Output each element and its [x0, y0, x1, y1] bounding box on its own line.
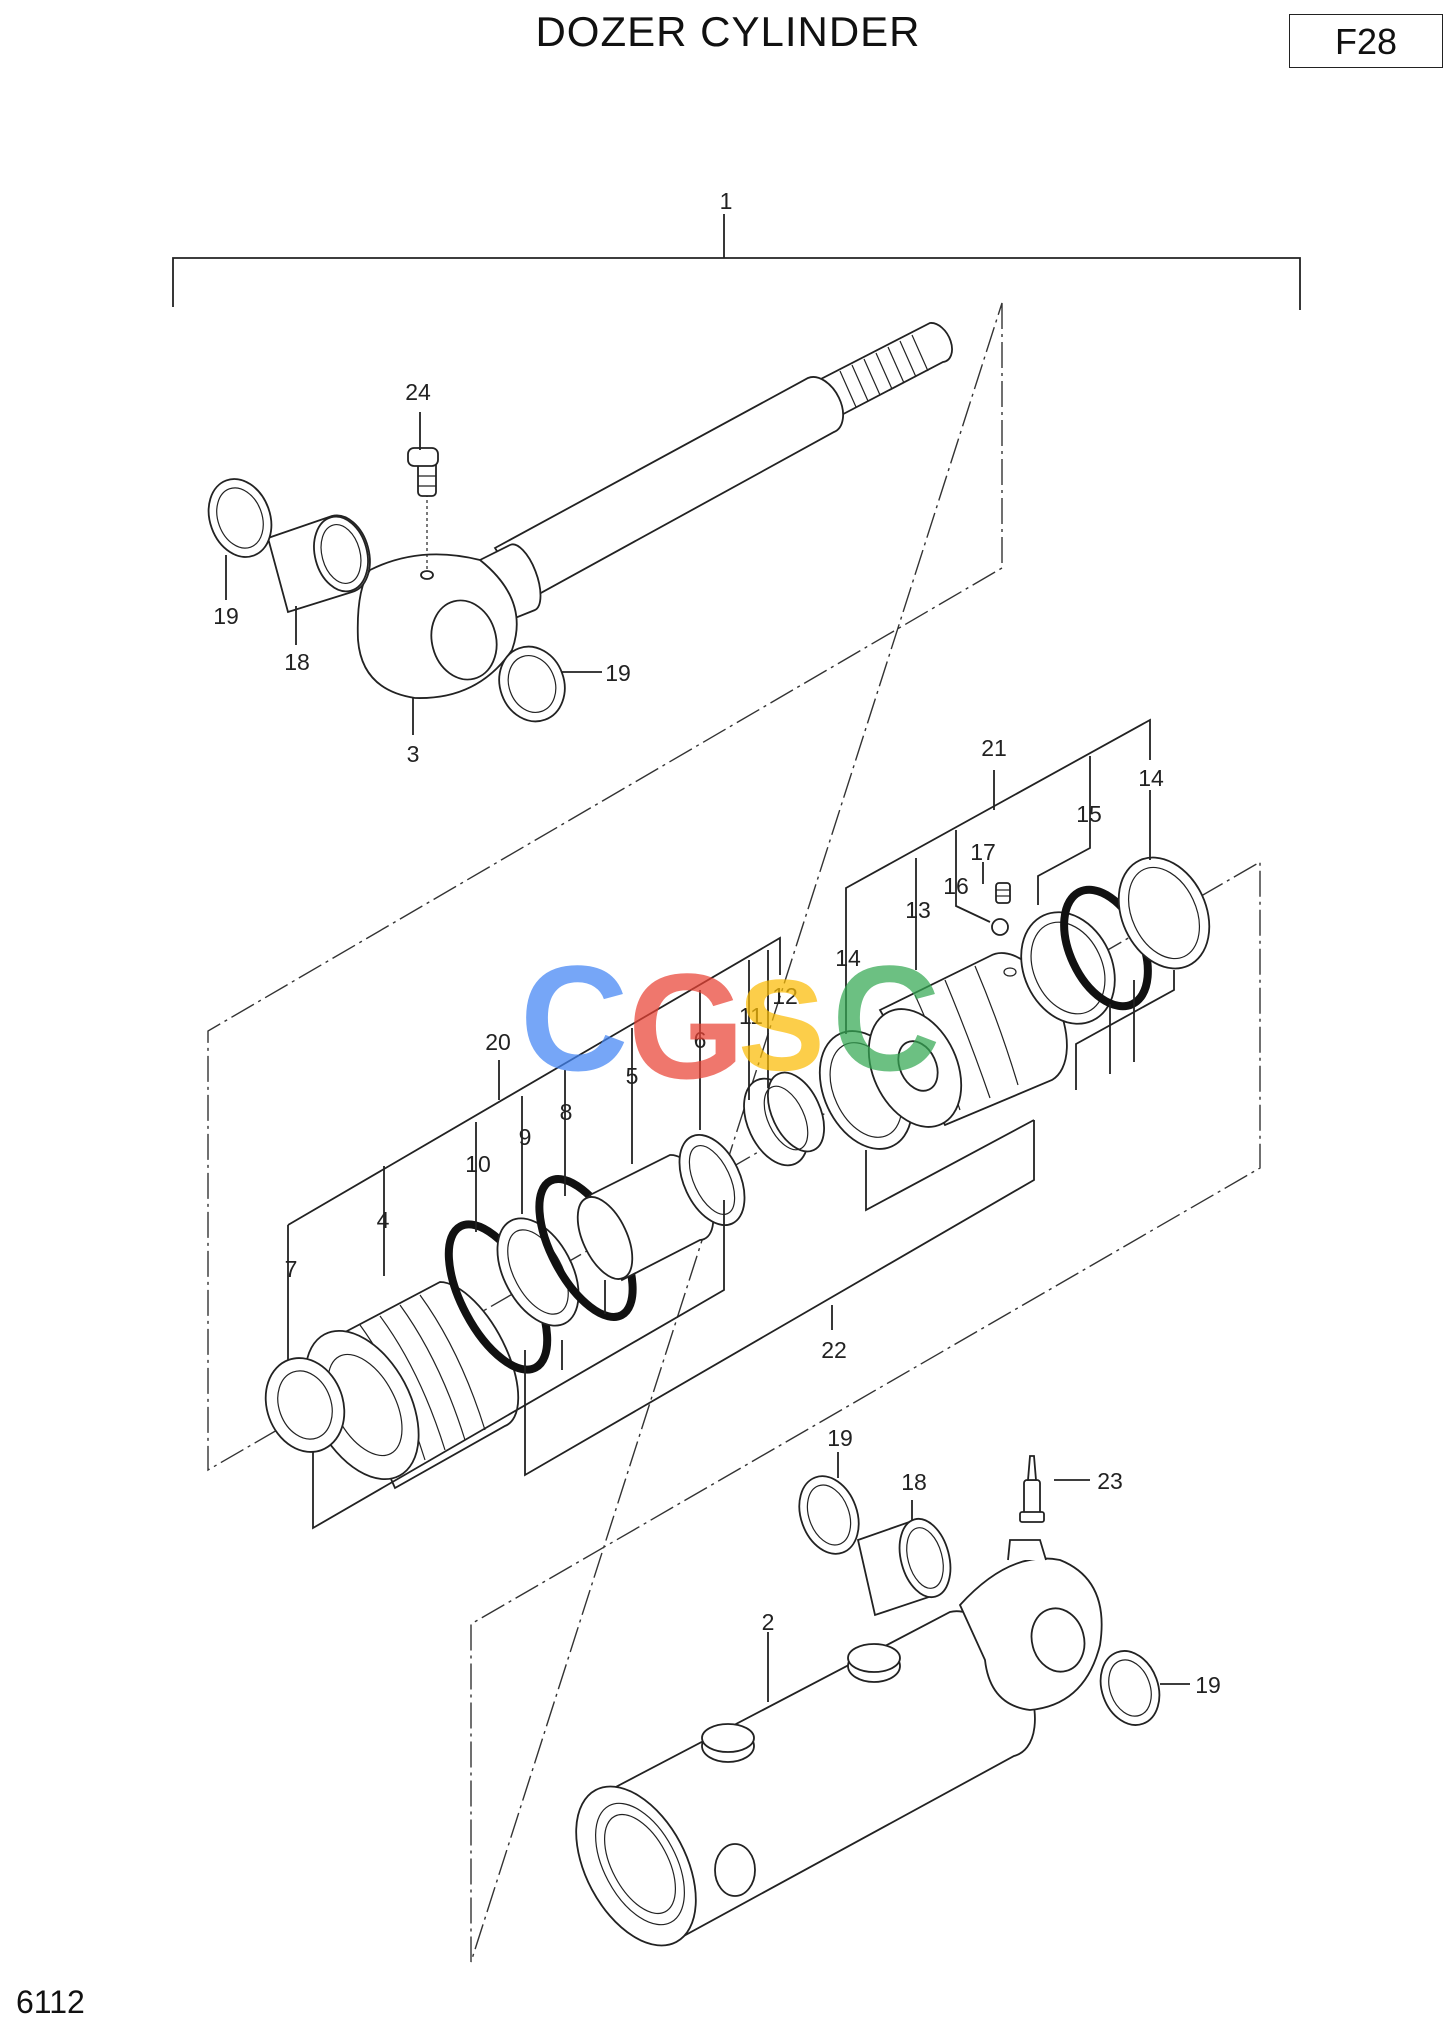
upper-dust-seal-19a: [207, 478, 273, 558]
callout-10: 10: [465, 1151, 491, 1177]
callout-11: 11: [739, 1003, 763, 1029]
page-number: 6112: [16, 1984, 85, 2020]
callout-9: 9: [519, 1124, 532, 1150]
callout-14b: 14: [1138, 765, 1164, 791]
callout-24: 24: [405, 379, 431, 405]
cylinder-tube-2: [575, 1539, 1103, 1947]
callout-16: 16: [943, 873, 969, 899]
callout-8: 8: [560, 1099, 573, 1125]
callout-19a: 19: [213, 603, 239, 629]
upper-bushing-18: [266, 514, 371, 614]
callout-6: 6: [694, 1027, 707, 1053]
rod-seal-9: [496, 1217, 580, 1327]
callout-4: 4: [377, 1207, 390, 1233]
callout-labels: 1 2 3 4 5 6 7 8 9 10 11 12 13 14 14 15 1…: [213, 188, 1221, 1698]
callout-21: 21: [981, 735, 1007, 761]
callout-1: 1: [720, 188, 733, 214]
callout-7: 7: [285, 1256, 298, 1282]
callout-12: 12: [772, 983, 798, 1009]
callout-19d: 19: [1195, 1672, 1221, 1698]
steel-ball-16: [991, 918, 1009, 936]
callout-14a: 14: [835, 945, 861, 971]
callout-19c: 19: [827, 1425, 853, 1451]
upper-dust-seal-19b: [498, 645, 566, 723]
buffer-seal-6: [678, 1134, 746, 1226]
assembly-bracket: [172, 214, 1301, 310]
svg-text:G: G: [628, 942, 745, 1110]
svg-text:C: C: [520, 934, 628, 1102]
exploded-view-frames: [207, 302, 1261, 1963]
callout-15: 15: [1076, 801, 1102, 827]
callout-2: 2: [762, 1609, 775, 1635]
grease-nipple-23: [1019, 1455, 1045, 1523]
callout-22: 22: [821, 1337, 847, 1363]
svg-text:C: C: [832, 934, 940, 1102]
grease-nipple-24: [407, 447, 439, 497]
callout-13: 13: [905, 897, 931, 923]
callout-18b: 18: [901, 1469, 927, 1495]
wear-ring-14b: [1117, 856, 1211, 970]
wear-ring-11-12: [743, 1071, 825, 1167]
lower-bushing-18: [856, 1517, 952, 1617]
piston-rod: [356, 322, 953, 699]
svg-text:S: S: [738, 952, 825, 1098]
page-code-badge: F28: [1289, 14, 1443, 68]
callout-20: 20: [485, 1029, 511, 1055]
callout-17: 17: [970, 839, 996, 865]
piston-13: [867, 952, 1068, 1128]
leader-lines: [225, 412, 1190, 1702]
page-title: DOZER CYLINDER: [535, 8, 921, 55]
callout-5: 5: [626, 1063, 639, 1089]
set-screw-17: [995, 882, 1011, 904]
callout-23: 23: [1097, 1468, 1123, 1494]
callout-3: 3: [407, 741, 420, 767]
watermark-logo: C G S C: [520, 934, 940, 1110]
lower-dust-seal-19c: [798, 1475, 860, 1555]
callout-18a: 18: [284, 649, 310, 675]
lower-dust-seal-19d: [1099, 1650, 1161, 1726]
callout-19b: 19: [605, 660, 631, 686]
piston-seal-15: [1020, 911, 1116, 1025]
